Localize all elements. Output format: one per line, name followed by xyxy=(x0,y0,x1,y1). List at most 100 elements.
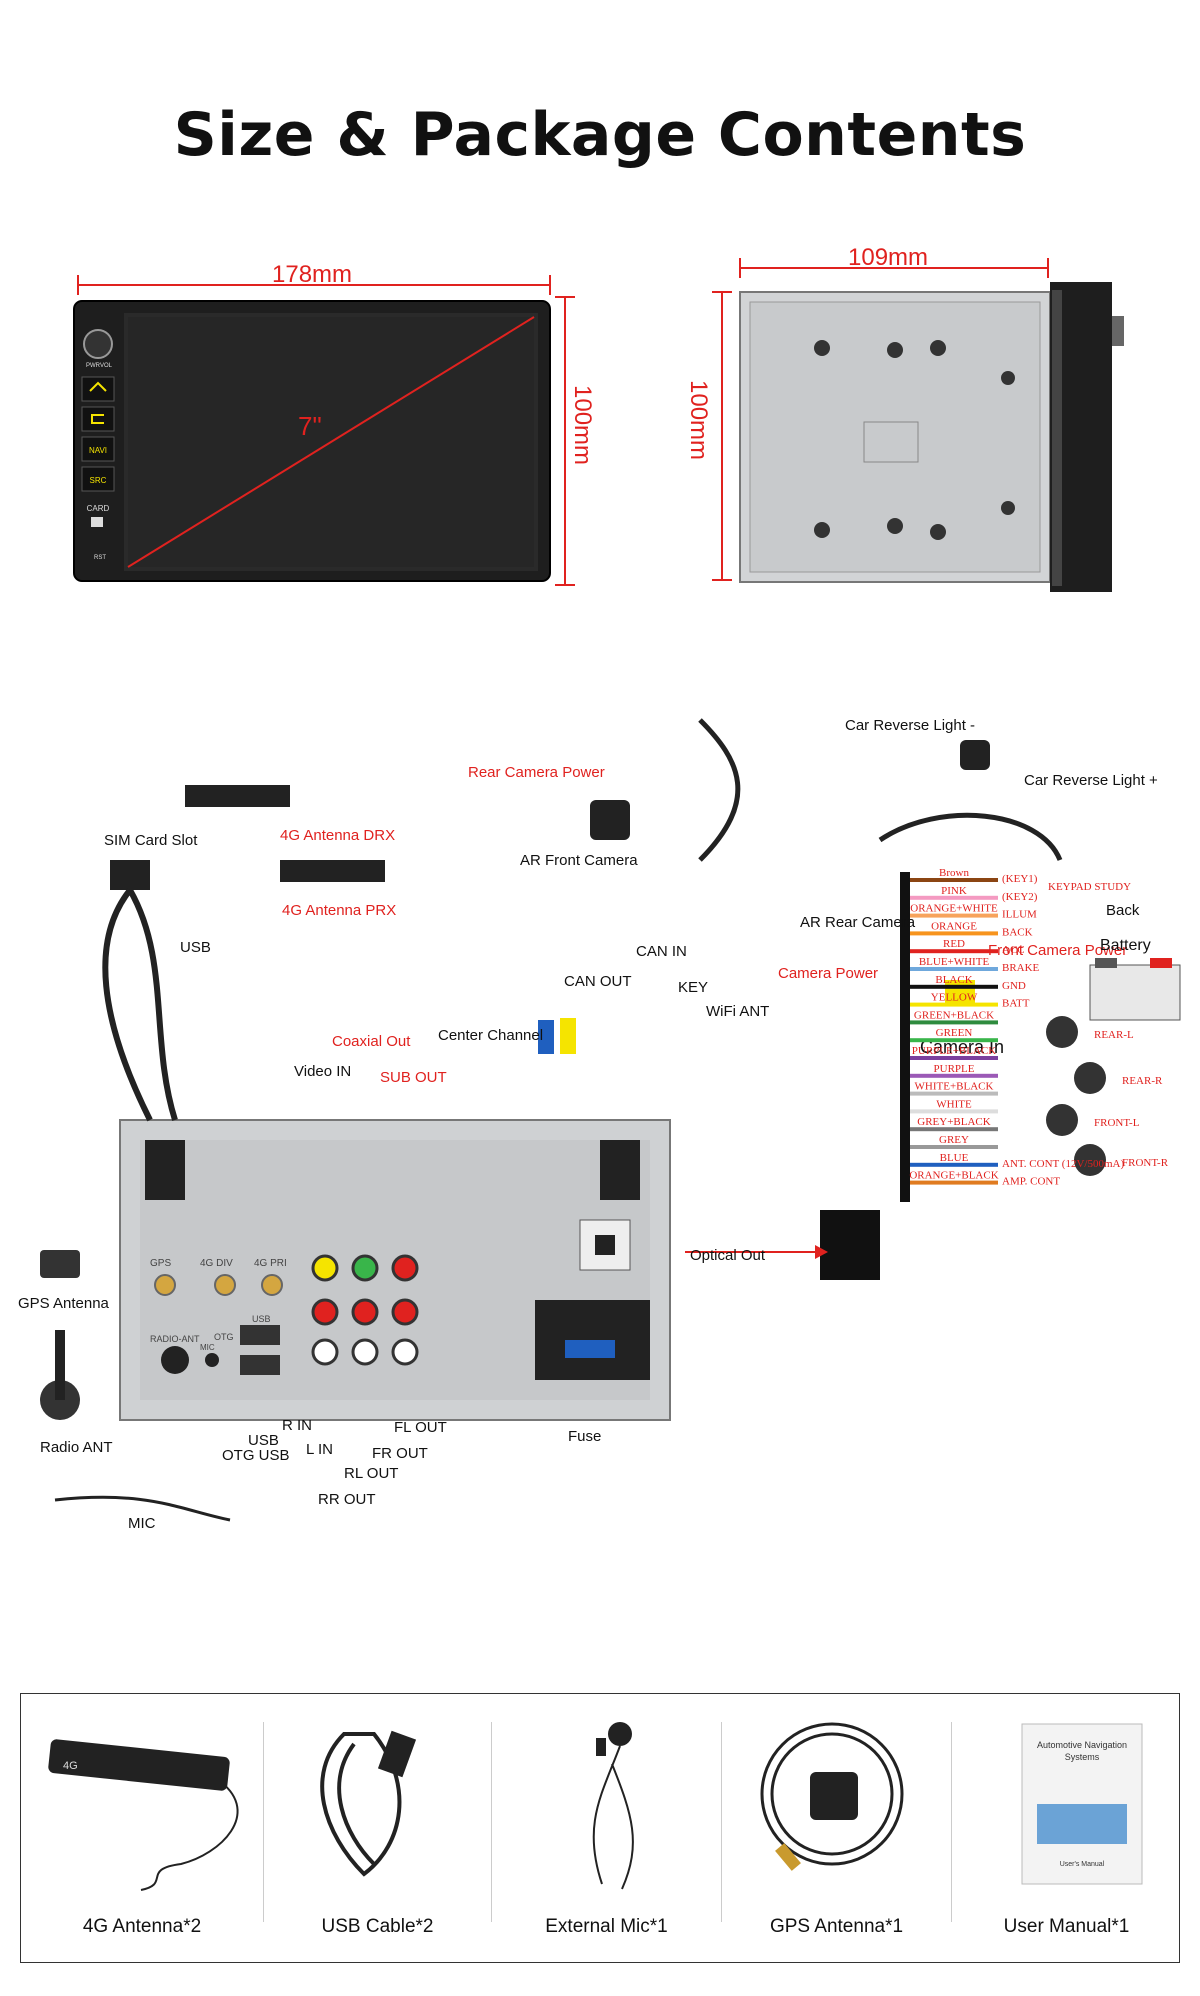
label-center-channel: Center Channel xyxy=(438,1027,543,1044)
label-gps-antenna: GPS Antenna xyxy=(18,1295,110,1312)
label-usb-top: USB xyxy=(180,939,211,956)
wire-16 xyxy=(910,1162,998,1167)
package-item-external-mic: External Mic*1 xyxy=(492,1694,721,1964)
button-vol: VOL xyxy=(100,363,113,369)
wire-8 xyxy=(910,1020,998,1025)
label-4g-antenna-drx: 4G Antenna DRX xyxy=(280,827,395,844)
wire-13 xyxy=(910,1109,998,1114)
speaker-label-2: FRONT-L xyxy=(1094,1117,1140,1129)
panel-4g-div: 4G DIV xyxy=(200,1258,233,1269)
wire-fn-0: (KEY1) xyxy=(1002,873,1038,885)
package-label-usb-cable: USB Cable xyxy=(321,1916,416,1937)
wire-fn-5: BRAKE xyxy=(1002,962,1040,974)
label-optical-out: Optical Out xyxy=(690,1247,766,1264)
wire-fn-1: (KEY2) xyxy=(1002,891,1038,903)
wire-3 xyxy=(910,931,998,936)
button-card: CARD xyxy=(87,504,110,513)
usb-cable-icon xyxy=(320,1730,417,1877)
speaker-label-0: REAR-L xyxy=(1094,1029,1134,1041)
side-height-label: 100mm xyxy=(685,380,712,461)
package-qty-user-manual: *1 xyxy=(1111,1916,1130,1937)
button-src: SRC xyxy=(90,476,107,485)
svg-text:4G: 4G xyxy=(63,1760,78,1772)
label-front-camera-power: Front Camera Power xyxy=(988,942,1127,959)
package-contents-box: 4G 4G Antenna*2 USB Cable*2 External Mic… xyxy=(20,1693,1180,1963)
front-view-drawing: NAVI SRC CARD PWR VOL RST xyxy=(73,275,575,586)
label-car-reverse-light-minus: Car Reverse Light - xyxy=(845,717,975,734)
wire-0 xyxy=(910,878,998,882)
label-can-out: CAN OUT xyxy=(564,973,632,990)
wire-name-7: YELLOW xyxy=(931,992,978,1004)
wire-name-5: BLUE+WHITE xyxy=(919,956,990,968)
wire-9 xyxy=(910,1038,998,1043)
label-otg-usb: OTG USB xyxy=(222,1447,290,1464)
label-battery: Battery xyxy=(1100,937,1151,954)
screen-diagonal-label: 7" xyxy=(298,411,322,441)
panel-gps: GPS xyxy=(150,1258,171,1269)
label-video-in: Video IN xyxy=(294,1063,351,1080)
wire-1 xyxy=(910,895,998,900)
wire-12 xyxy=(910,1091,998,1096)
panel-radio-ant: RADIO-ANT xyxy=(150,1334,200,1344)
package-item-usb-cable: USB Cable*2 xyxy=(264,1694,491,1964)
wire-name-16: BLUE xyxy=(940,1152,969,1164)
wire-4 xyxy=(910,949,998,954)
wire-5 xyxy=(910,967,998,971)
label-ar-front-camera: AR Front Camera xyxy=(520,852,638,869)
package-item-4g-antenna: 4G 4G Antenna*2 xyxy=(21,1694,263,1964)
page-title: Size & Package Contents xyxy=(173,100,1027,170)
mic-icon xyxy=(592,1722,634,1890)
panel-4g-pri: 4G PRI xyxy=(254,1258,287,1269)
panel-otg: OTG xyxy=(214,1332,234,1342)
label-r-in: R IN xyxy=(282,1417,312,1434)
label-car-reverse-light-plus: Car Reverse Light + xyxy=(1024,772,1158,789)
wire-name-14: GREY+BLACK xyxy=(917,1116,990,1128)
speaker-label-3: FRONT-R xyxy=(1122,1157,1169,1169)
package-label-4g-antenna: 4G Antenna xyxy=(82,1916,184,1937)
package-qty-gps-antenna: *1 xyxy=(885,1916,904,1937)
side-view: 109mm 100mm xyxy=(680,240,1150,595)
label-keypad-study: KEYPAD STUDY xyxy=(1048,881,1131,893)
wire-name-12: WHITE+BLACK xyxy=(915,1081,994,1093)
wire-fn-4: ACC xyxy=(1002,944,1025,956)
wire-name-17: ORANGE+BLACK xyxy=(909,1170,998,1182)
wire-name-1: PINK xyxy=(941,885,967,897)
package-label-user-manual: User Manual xyxy=(1003,1916,1112,1937)
label-back: Back xyxy=(1106,902,1140,919)
manual-title-line1: Automotive Navigation xyxy=(1037,1740,1127,1750)
wire-15 xyxy=(910,1145,998,1149)
wire-fn-7: BATT xyxy=(1002,998,1030,1010)
wire-14 xyxy=(910,1127,998,1132)
label-rear-camera-power: Rear Camera Power xyxy=(468,764,605,781)
wire-11 xyxy=(910,1073,998,1078)
label-usb-bottom: USB xyxy=(248,1432,279,1449)
package-qty-usb-cable: *2 xyxy=(415,1916,434,1937)
package-item-gps-antenna: GPS Antenna*1 xyxy=(722,1694,951,1964)
label-ar-rear-camera: AR Rear Camera xyxy=(800,914,916,931)
package-item-user-manual: Automotive Navigation Systems User's Man… xyxy=(952,1694,1181,1964)
button-navi: NAVI xyxy=(89,446,107,455)
panel-mic: MIC xyxy=(200,1343,215,1352)
wire-name-8: GREEN+BLACK xyxy=(914,1009,994,1021)
label-fr-out: FR OUT xyxy=(372,1445,428,1462)
wire-name-4: RED xyxy=(943,938,965,950)
label-l-in: L IN xyxy=(306,1441,333,1458)
front-view: NAVI SRC CARD PWR VOL RST 178mm 100mm 7" xyxy=(60,255,596,595)
package-qty-external-mic: *1 xyxy=(649,1916,668,1937)
label-coaxial-out: Coaxial Out xyxy=(332,1033,411,1050)
wire-name-9: GREEN xyxy=(936,1027,973,1039)
package-label-external-mic: External Mic xyxy=(545,1916,650,1937)
label-sim-card-slot: SIM Card Slot xyxy=(104,832,198,849)
label-sub-out: SUB OUT xyxy=(380,1069,447,1086)
wire-name-11: PURPLE xyxy=(934,1063,975,1075)
wire-name-15: GREY xyxy=(939,1134,969,1146)
manual-footer: User's Manual xyxy=(1060,1861,1105,1868)
package-label-gps-antenna: GPS Antenna xyxy=(769,1916,886,1937)
wire-name-13: WHITE xyxy=(936,1098,972,1110)
wire-fn-6: GND xyxy=(1002,980,1026,992)
wiring-diagram: GPS 4G DIV 4G PRI RADIO-ANT OTG USB MIC … xyxy=(18,717,1181,1532)
wire-fn-17: AMP. CONT xyxy=(1002,1176,1060,1188)
label-radio-ant: Radio ANT xyxy=(40,1439,113,1456)
